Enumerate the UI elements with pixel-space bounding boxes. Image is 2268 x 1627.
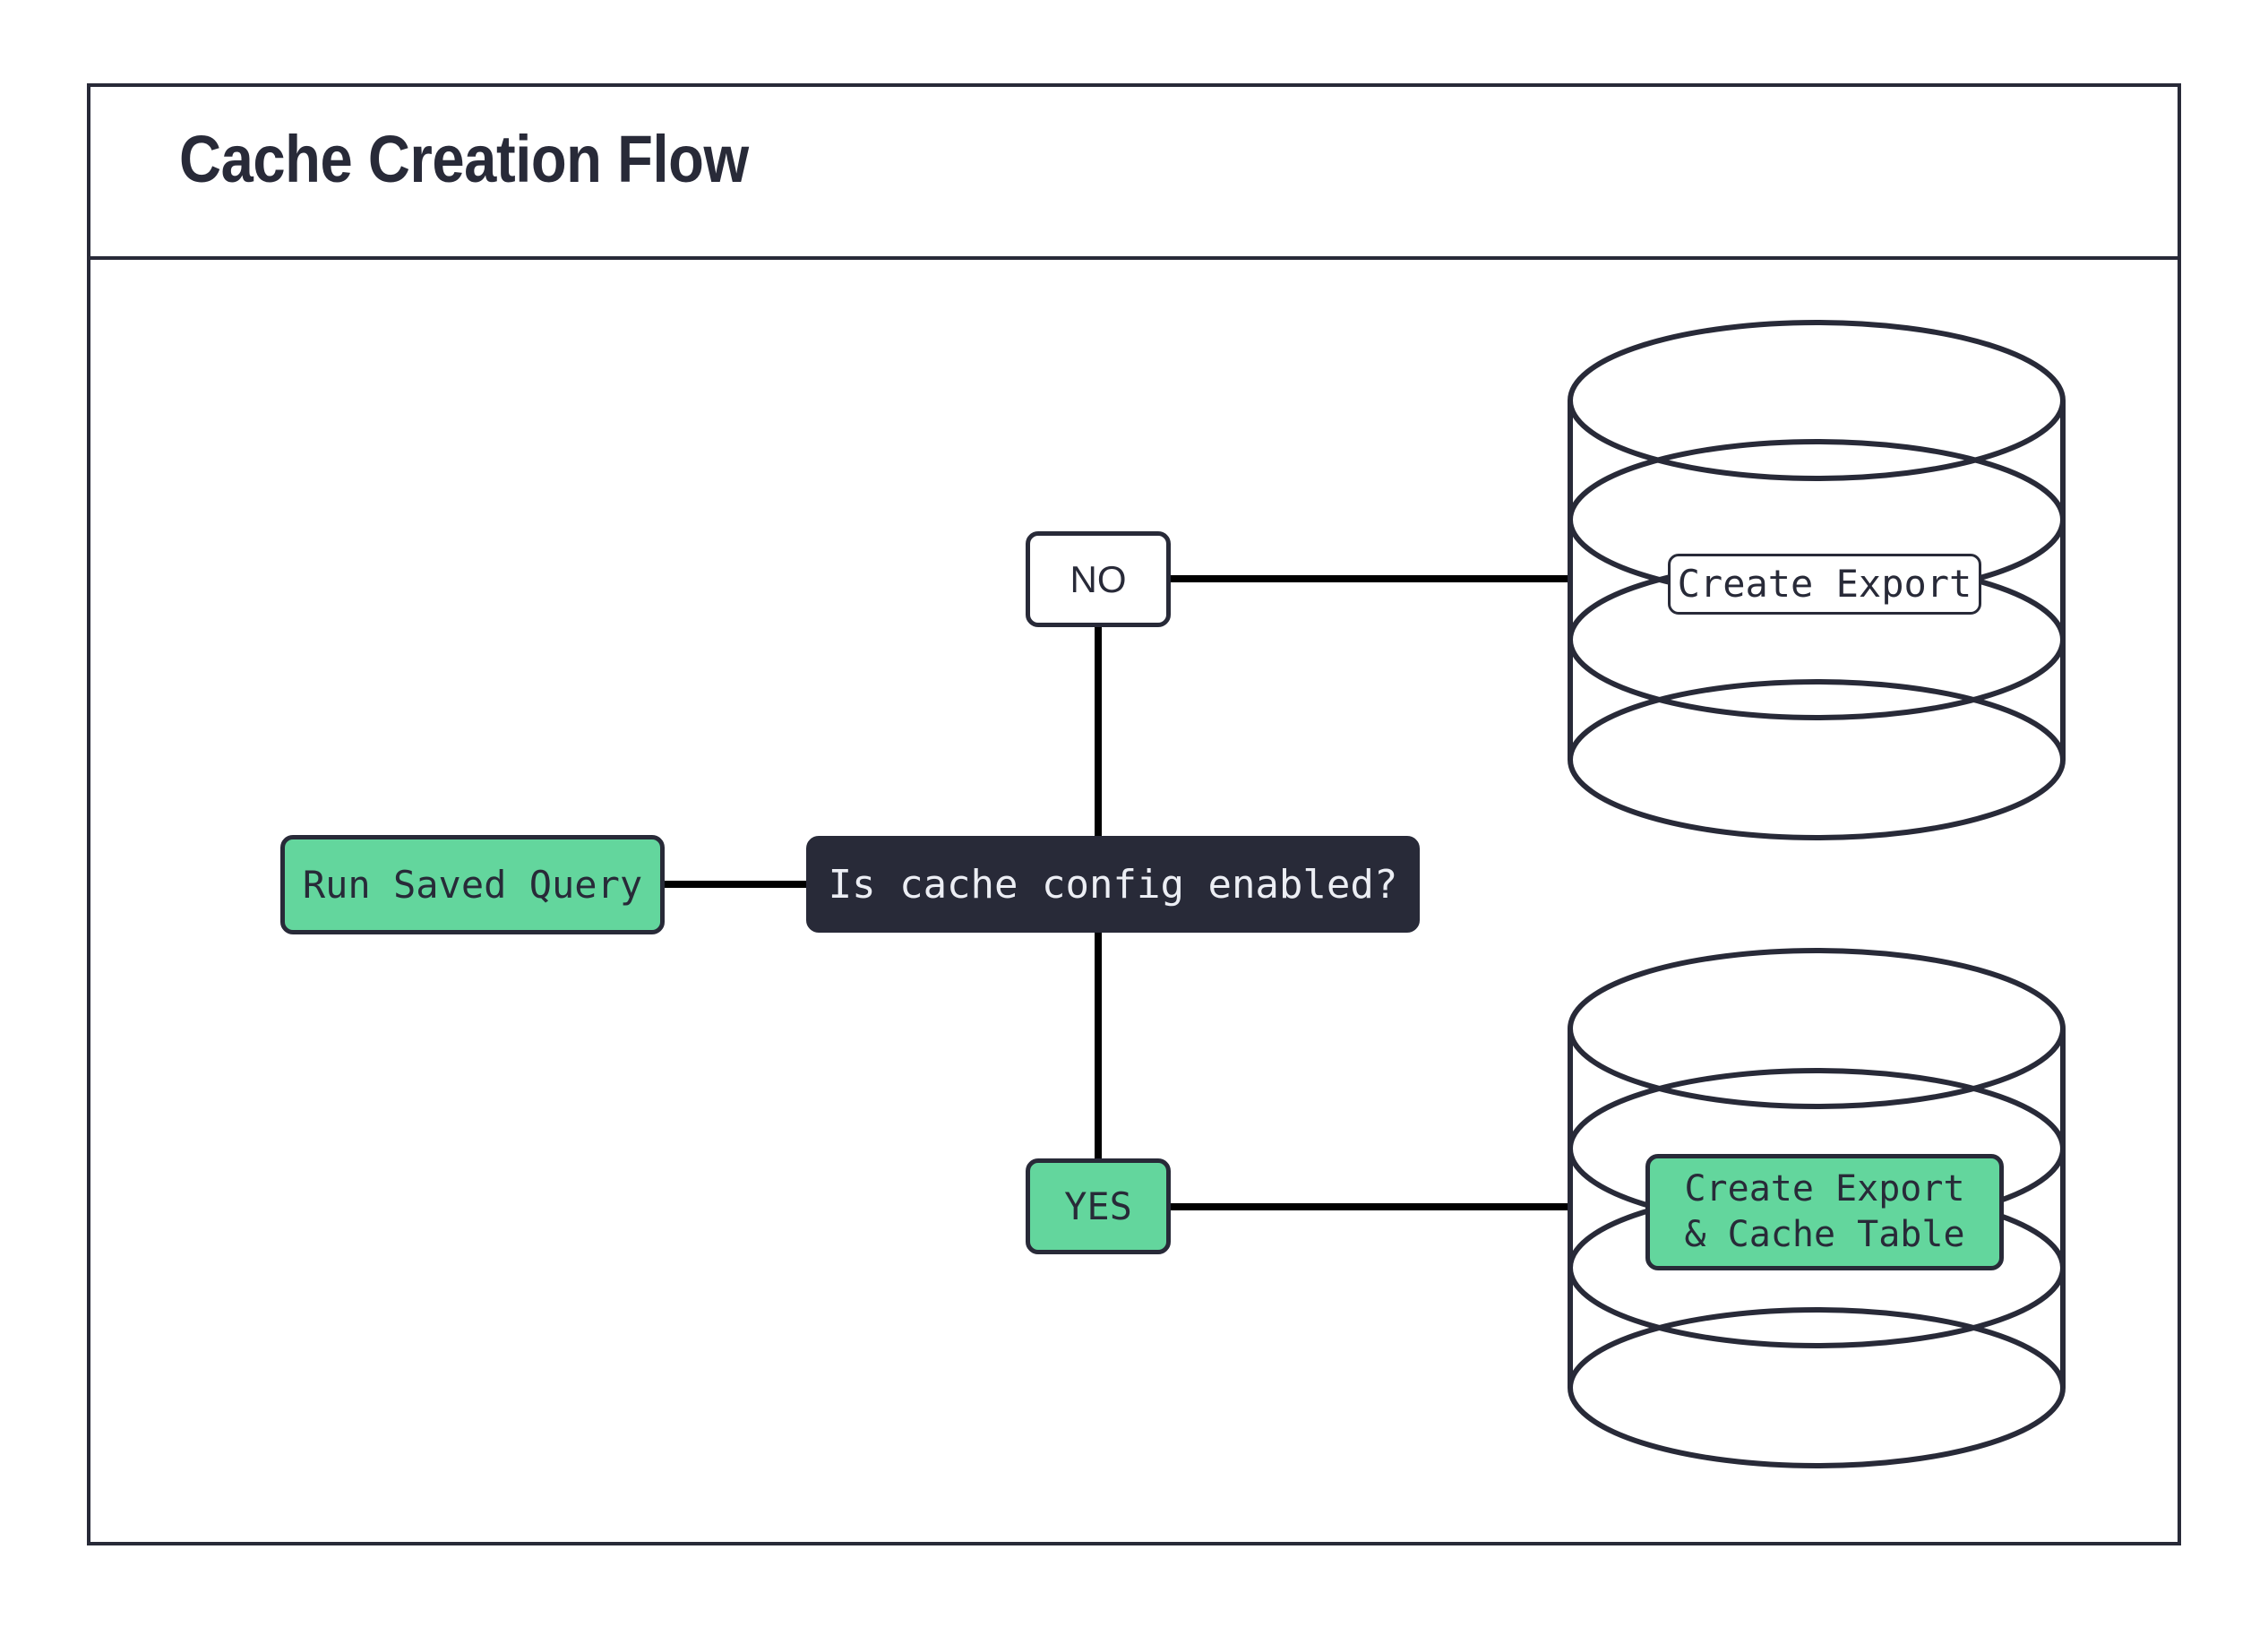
flow-branch-label-yes[interactable]: YES (1026, 1158, 1171, 1254)
database-label-create-export-and-cache-table[interactable]: Create Export & Cache Table (1645, 1154, 2004, 1270)
flow-node-run-saved-query[interactable]: Run Saved Query (280, 835, 665, 934)
database-label-create-export[interactable]: Create Export (1668, 554, 1981, 615)
diagram-frame (87, 83, 2181, 1545)
flow-node-decision-is-cache-config-enabled[interactable]: Is cache config enabled? (806, 836, 1420, 933)
page-title: Cache Creation Flow (179, 122, 749, 196)
flow-branch-label-no[interactable]: NO (1026, 531, 1171, 627)
